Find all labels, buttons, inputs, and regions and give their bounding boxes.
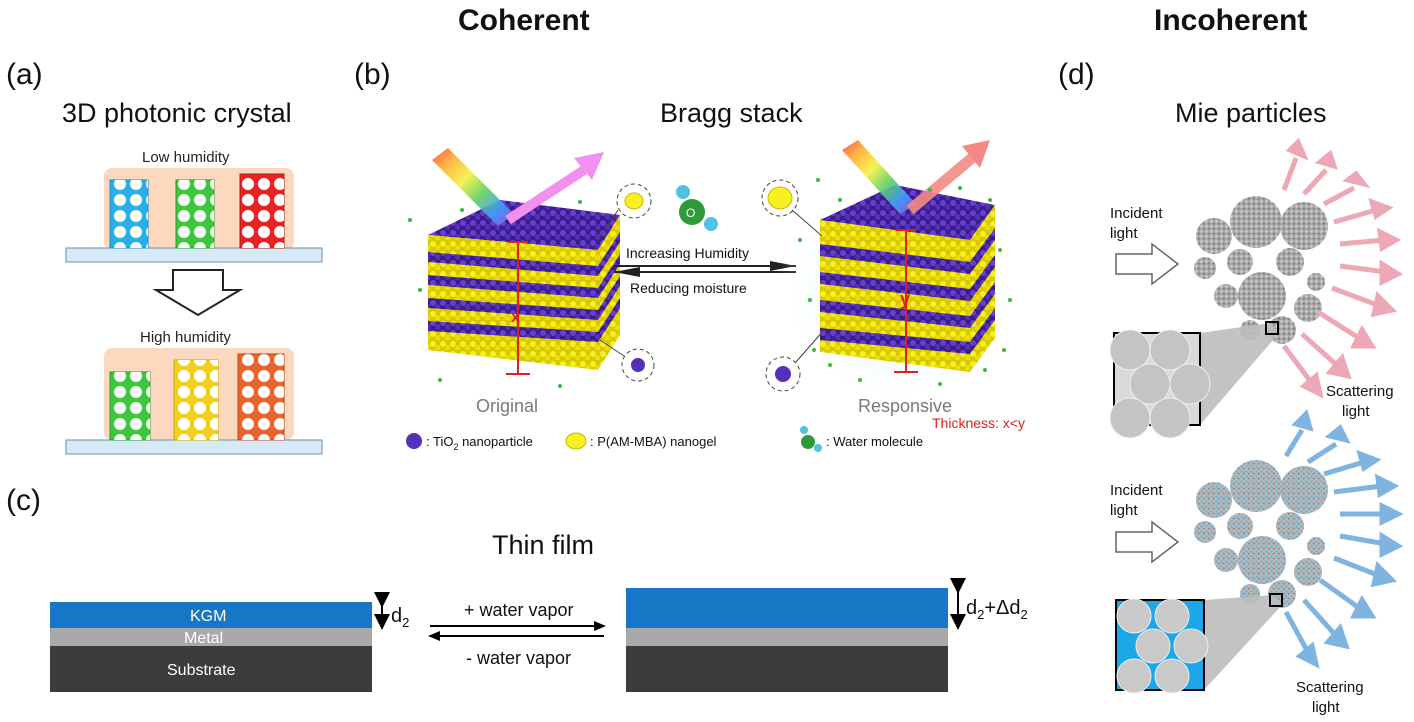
nanogel-icon: [767, 186, 793, 210]
tio2-icon: [775, 366, 791, 382]
scattering-light-label-bottom-2: light: [1312, 699, 1340, 716]
header-incoherent: Incoherent: [1154, 4, 1308, 37]
original-label: Original: [476, 396, 538, 416]
panel-b-label: (b): [354, 58, 391, 91]
responsive-nanogel-zoom: [761, 179, 799, 217]
zoom-leader: [597, 209, 619, 241]
legend-water-icon: [800, 426, 822, 452]
thin-film-wet: [626, 588, 948, 692]
incident-light-arrow-top: [1115, 242, 1180, 286]
panel-a-title: 3D photonic crystal: [62, 98, 292, 128]
incident-light-arrow-bottom: [1115, 520, 1180, 564]
scattering-arrows-bottom: [1283, 409, 1404, 669]
water-molecule-icon: [676, 185, 718, 231]
water-vapor-arrows: [428, 621, 606, 641]
thickness-x-label: x: [511, 309, 520, 326]
legend-water: : Water molecule: [826, 434, 923, 449]
plus-water-vapor-label: + water vapor: [464, 600, 574, 620]
panel-a-label: (a): [6, 58, 43, 91]
kgm-label: KGM: [190, 608, 226, 625]
responsive-incident-beam: [842, 140, 990, 215]
panel-a-high-humidity-crystal: [65, 348, 323, 455]
original-bragg-cube: [428, 200, 620, 375]
responsive-bragg-cube: [820, 185, 995, 373]
high-humidity-label: High humidity: [140, 329, 231, 346]
legend-tio2: : TiO2 nanoparticle: [426, 434, 533, 452]
incident-light-label-bottom-2: light: [1110, 502, 1138, 519]
panel-d-label: (d): [1058, 58, 1095, 91]
tio2-icon: [631, 358, 645, 372]
panel-b-title: Bragg stack: [660, 98, 803, 128]
zoom-leader: [795, 329, 825, 363]
low-humidity-label: Low humidity: [142, 149, 230, 166]
incident-light-label-top-2: light: [1110, 225, 1138, 242]
reducing-moisture-label: Reducing moisture: [630, 280, 747, 296]
nanogel-icon: [624, 192, 644, 210]
legend-nanogel: : P(AM-MBA) nanogel: [590, 434, 717, 449]
original-incident-beam: [432, 148, 604, 226]
header-coherent: Coherent: [458, 4, 590, 37]
thin-film-dry: [50, 602, 372, 692]
legend-tio2-icon: [406, 433, 422, 449]
water-o-label: O: [686, 206, 695, 220]
original-nanogel-zoom: [616, 183, 652, 219]
scattering-arrows-top: [1281, 137, 1404, 399]
zoom-inset-bottom: [1115, 593, 1283, 694]
humidity-arrows: [614, 261, 796, 277]
panel-a-low-humidity-crystal: [65, 168, 323, 263]
original-tio2-zoom: [621, 348, 655, 382]
panel-d-title: Mie particles: [1175, 98, 1327, 128]
incident-light-label-bottom-1: Incident: [1110, 482, 1163, 499]
legend-nanogel-icon: [565, 432, 587, 450]
mie-particles-top: [1194, 196, 1328, 344]
water-specks: [408, 178, 1012, 388]
zoom-leader: [599, 339, 625, 357]
zoom-leader: [791, 209, 823, 237]
d2-delta-label: d2+Δd2: [966, 597, 1028, 622]
d2-label: d2: [391, 605, 409, 630]
thickness-y-label: y: [900, 289, 910, 309]
substrate-label: Substrate: [167, 662, 236, 679]
panel-c-label: (c): [6, 484, 41, 517]
metal-label: Metal: [184, 630, 223, 647]
scattering-light-label-bottom-1: Scattering: [1296, 679, 1364, 696]
incident-light-label-top-1: Incident: [1110, 205, 1163, 222]
minus-water-vapor-label: - water vapor: [466, 648, 571, 668]
scattering-light-label-top-2: light: [1342, 403, 1370, 420]
down-arrow-icon: [152, 269, 244, 317]
thickness-label: Thickness: x<y: [932, 415, 1025, 431]
scattering-light-label-top-1: Scattering: [1326, 383, 1394, 400]
zoom-inset-top: [1109, 321, 1279, 439]
responsive-tio2-zoom: [765, 356, 801, 392]
responsive-label: Responsive: [858, 396, 952, 416]
increasing-humidity-label: Increasing Humidity: [626, 245, 749, 261]
panel-c-title: Thin film: [492, 530, 595, 560]
mie-particles-bottom: [1194, 460, 1328, 608]
